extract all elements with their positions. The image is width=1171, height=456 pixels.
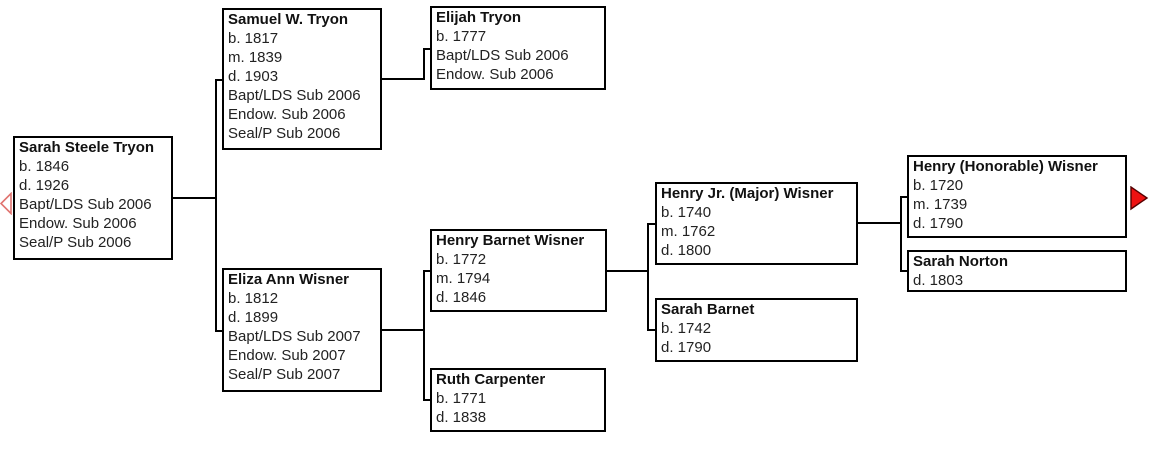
person-endowment: Endow. Sub 2006 (228, 106, 346, 123)
person-death: d. 1790 (913, 215, 964, 232)
person-birth: b. 1777 (436, 28, 487, 45)
connector-samuel-out (382, 78, 423, 80)
person-death: d. 1803 (913, 272, 964, 289)
person-birth: b. 1817 (228, 30, 279, 47)
person-box-sarah-steele-tryon[interactable]: Sarah Steele Tryon b. 1846 d. 1926 Bapt/… (13, 136, 173, 260)
person-name: Sarah Norton (913, 253, 1009, 270)
connector-stub-eliza (215, 330, 224, 332)
person-box-henry-honorable-wisner[interactable]: Henry (Honorable) Wisner b. 1720 m. 1739… (907, 155, 1127, 238)
person-marriage: m. 1839 (228, 49, 283, 66)
connector-stub-henry-honorable (900, 196, 908, 198)
person-sealing: Seal/P Sub 2006 (228, 125, 341, 142)
connector-gen5-bracket (900, 196, 902, 272)
connector-gen2-bracket (215, 79, 217, 332)
person-marriage: m. 1762 (661, 223, 716, 240)
person-birth: b. 1740 (661, 204, 712, 221)
person-birth: b. 1771 (436, 390, 487, 407)
person-birth: b. 1846 (19, 158, 70, 175)
connector-stub-sarah-barnet (647, 329, 656, 331)
person-death: d. 1800 (661, 242, 712, 259)
connector-stub-henry-barnet (423, 270, 431, 272)
connector-stub-sarah-norton (900, 270, 908, 272)
person-name: Henry Jr. (Major) Wisner (661, 185, 834, 202)
connector-stub-henry-jr (647, 223, 656, 225)
person-death: d. 1790 (661, 339, 712, 356)
person-box-ruth-carpenter[interactable]: Ruth Carpenter b. 1771 d. 1838 (430, 368, 606, 432)
connector-stub-ruth (423, 399, 431, 401)
connector-stub-elijah (423, 48, 431, 50)
person-name: Samuel W. Tryon (228, 11, 349, 28)
person-box-eliza-ann-wisner[interactable]: Eliza Ann Wisner b. 1812 d. 1899 Bapt/LD… (222, 268, 382, 392)
person-box-henry-jr-major-wisner[interactable]: Henry Jr. (Major) Wisner b. 1740 m. 1762… (655, 182, 858, 265)
person-baptism: Bapt/LDS Sub 2006 (19, 196, 152, 213)
connector-stub-samuel (215, 79, 224, 81)
person-birth: b. 1742 (661, 320, 712, 337)
person-endowment: Endow. Sub 2006 (436, 66, 554, 83)
person-name: Elijah Tryon (436, 9, 522, 26)
person-baptism: Bapt/LDS Sub 2007 (228, 328, 361, 345)
person-death: d. 1899 (228, 309, 279, 326)
person-name: Eliza Ann Wisner (228, 271, 349, 288)
connector-root-out (173, 197, 215, 199)
person-endowment: Endow. Sub 2006 (19, 215, 137, 232)
person-death: d. 1926 (19, 177, 70, 194)
person-box-elijah-tryon[interactable]: Elijah Tryon b. 1777 Bapt/LDS Sub 2006 E… (430, 6, 606, 90)
person-name: Sarah Barnet (661, 301, 755, 318)
connector-gen3a-bracket (423, 48, 425, 80)
person-box-henry-barnet-wisner[interactable]: Henry Barnet Wisner b. 1772 m. 1794 d. 1… (430, 229, 607, 312)
person-birth: b. 1772 (436, 251, 487, 268)
person-marriage: m. 1739 (913, 196, 968, 213)
person-name: Sarah Steele Tryon (19, 139, 155, 156)
person-birth: b. 1720 (913, 177, 964, 194)
person-name: Henry Barnet Wisner (436, 232, 585, 249)
person-name: Henry (Honorable) Wisner (913, 158, 1098, 175)
connector-eliza-out (382, 329, 423, 331)
scroll-right-arrow-icon[interactable] (1130, 186, 1149, 211)
connector-gen3b-bracket (423, 270, 425, 401)
person-death: d. 1903 (228, 68, 279, 85)
person-birth: b. 1812 (228, 290, 279, 307)
connector-henry-jr-out (858, 222, 900, 224)
scroll-left-arrow-icon[interactable] (0, 192, 12, 215)
person-name: Ruth Carpenter (436, 371, 546, 388)
connector-gen4-bracket (647, 223, 649, 331)
connector-henry-barnet-out (607, 270, 647, 272)
person-sealing: Seal/P Sub 2007 (228, 366, 341, 383)
person-marriage: m. 1794 (436, 270, 491, 287)
person-death: d. 1846 (436, 289, 487, 306)
person-box-sarah-norton[interactable]: Sarah Norton d. 1803 (907, 250, 1127, 292)
person-death: d. 1838 (436, 409, 487, 426)
person-sealing: Seal/P Sub 2006 (19, 234, 132, 251)
person-box-sarah-barnet[interactable]: Sarah Barnet b. 1742 d. 1790 (655, 298, 858, 362)
person-box-samuel-w-tryon[interactable]: Samuel W. Tryon b. 1817 m. 1839 d. 1903 … (222, 8, 382, 150)
person-endowment: Endow. Sub 2007 (228, 347, 346, 364)
person-baptism: Bapt/LDS Sub 2006 (228, 87, 361, 104)
person-baptism: Bapt/LDS Sub 2006 (436, 47, 569, 64)
